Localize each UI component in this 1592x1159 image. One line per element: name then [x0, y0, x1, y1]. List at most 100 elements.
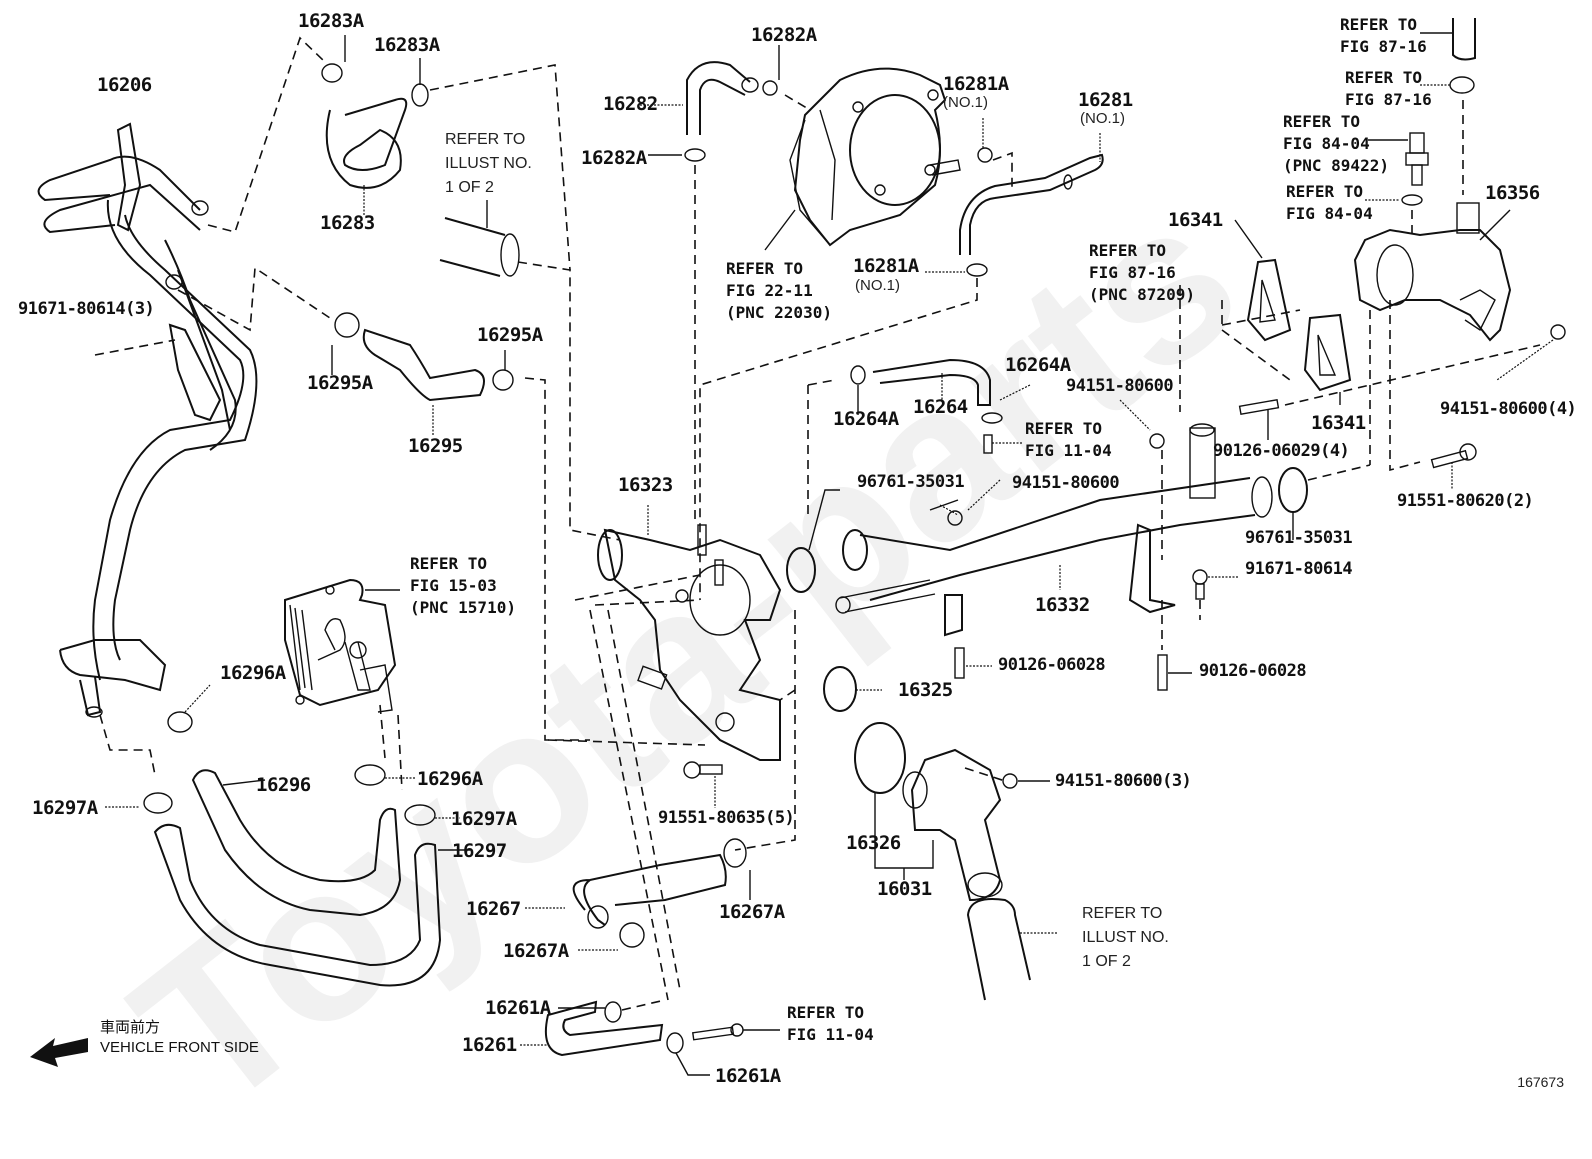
- label-16296A[interactable]: 16296A: [220, 662, 286, 684]
- ref-fig-11-04-b[interactable]: REFER TO FIG 11-04: [787, 1003, 874, 1044]
- label-91671-80614[interactable]: 91671-80614: [1245, 559, 1353, 579]
- label-16264[interactable]: 16264: [913, 396, 968, 418]
- stud-90126-06028-b[interactable]: [1157, 654, 1168, 691]
- label-16281[interactable]: 16281: [1078, 89, 1133, 111]
- label-94151-80600-3[interactable]: 94151-80600(3): [1055, 771, 1192, 791]
- direction-jp: 車両前方: [100, 1019, 161, 1036]
- stud-90126-06028-a[interactable]: [954, 647, 965, 679]
- label-16267A[interactable]: 16267A: [719, 901, 785, 923]
- o-ring-16326[interactable]: [854, 722, 906, 794]
- bolt-91551-80620[interactable]: [1430, 443, 1477, 469]
- label-16341[interactable]: 16341: [1168, 209, 1223, 231]
- clamp-16297A-left[interactable]: [143, 792, 173, 814]
- label-16295A[interactable]: 16295A: [307, 372, 373, 394]
- bolt-91671-80614[interactable]: [1192, 569, 1208, 600]
- hose-16282[interactable]: [684, 61, 778, 162]
- label-16281A[interactable]: 16281A: [853, 255, 919, 277]
- hose-16283[interactable]: [321, 63, 429, 189]
- ref-fig-15-03[interactable]: REFER TO FIG 15-03 (PNC 15710): [410, 554, 516, 617]
- o-ring-96761-35031-mid[interactable]: [786, 547, 816, 593]
- gasket-16341-top[interactable]: [1246, 258, 1292, 342]
- gasket-ref-fig84-04: [1365, 194, 1423, 206]
- water-pipe-16332[interactable]: [835, 423, 1273, 637]
- pipe-assembly-16206[interactable]: [37, 122, 258, 718]
- label-90126-06028[interactable]: 90126-06028: [998, 655, 1106, 675]
- ref-fig-87-16-b[interactable]: REFER TO FIG 87-16: [1345, 68, 1432, 109]
- label-16283A[interactable]: 16283A: [298, 10, 364, 32]
- hose-16296[interactable]: [191, 769, 402, 917]
- stud-90126-06029[interactable]: [1238, 398, 1280, 416]
- label-94151-80600[interactable]: 94151-80600: [1066, 376, 1174, 396]
- label-16341[interactable]: 16341: [1311, 412, 1366, 434]
- nut-94151-80600-mid[interactable]: [947, 510, 963, 526]
- ref-fig-84-04-b[interactable]: REFER TO FIG 84-04: [1286, 182, 1373, 223]
- hose-16264[interactable]: [850, 358, 1003, 424]
- ref-fig-11-04-a[interactable]: REFER TO FIG 11-04: [1025, 419, 1112, 460]
- thermostat-housing-16031[interactable]: [902, 748, 1003, 902]
- label-96761-35031[interactable]: 96761-35031: [857, 472, 965, 492]
- label-16261A[interactable]: 16261A: [485, 997, 551, 1019]
- label-16264A[interactable]: 16264A: [1005, 354, 1071, 376]
- oil-cooler-ref-fig15-03: [284, 578, 400, 713]
- label-16295A[interactable]: 16295A: [477, 324, 543, 346]
- label-16031[interactable]: 16031: [877, 878, 932, 900]
- hose-16267[interactable]: [572, 838, 747, 948]
- ref-illust-1-of-2-top[interactable]: REFER TO ILLUST NO. 1 OF 2: [445, 131, 532, 196]
- clamp-16296A-left[interactable]: [167, 711, 193, 733]
- gasket-16341-bottom[interactable]: [1303, 313, 1352, 392]
- ref-fig-84-04-a[interactable]: REFER TO FIG 84-04 (PNC 89422): [1283, 112, 1389, 175]
- label-16323[interactable]: 16323: [618, 474, 673, 496]
- label-16296[interactable]: 16296: [256, 774, 311, 796]
- nut-94151-80600-4[interactable]: [1550, 324, 1566, 340]
- label-16297[interactable]: 16297: [452, 840, 507, 862]
- label-16297A[interactable]: 16297A: [451, 808, 517, 830]
- label-16261[interactable]: 16261: [462, 1034, 517, 1056]
- label-16296A[interactable]: 16296A: [417, 768, 483, 790]
- label-16281A[interactable]: 16281A: [943, 73, 1009, 95]
- label-16283[interactable]: 16283: [320, 212, 375, 234]
- ref-fig-22-11[interactable]: REFER TO FIG 22-11 (PNC 22030): [726, 259, 832, 322]
- label-91671-80614-3[interactable]: 91671-80614(3): [18, 299, 155, 319]
- ref-fig-87-16-a[interactable]: REFER TO FIG 87-16: [1340, 15, 1427, 56]
- label-16264A[interactable]: 16264A: [833, 408, 899, 430]
- clamp-16296A-right[interactable]: [354, 764, 386, 786]
- label-90126-06028[interactable]: 90126-06028: [1199, 661, 1307, 681]
- label-16267A[interactable]: 16267A: [503, 940, 569, 962]
- ref-illust-1-of-2-bottom[interactable]: REFER TO ILLUST NO. 1 OF 2: [1082, 905, 1169, 970]
- hose-16281[interactable]: [959, 147, 1104, 277]
- label-16297A[interactable]: 16297A: [32, 797, 98, 819]
- label-94151-80600[interactable]: 94151-80600: [1012, 473, 1120, 493]
- label-16283A[interactable]: 16283A: [374, 34, 440, 56]
- label-16332[interactable]: 16332: [1035, 594, 1090, 616]
- illustration-number: 167673: [1517, 1074, 1564, 1090]
- label-91551-80620-2[interactable]: 91551-80620(2): [1397, 491, 1534, 511]
- label-16295[interactable]: 16295: [408, 435, 463, 457]
- ref-fig-87-16-c[interactable]: REFER TO FIG 87-16 (PNC 87209): [1089, 241, 1195, 304]
- label-16206[interactable]: 16206: [97, 74, 152, 96]
- label-94151-80600-4[interactable]: 94151-80600(4): [1440, 399, 1577, 419]
- label-16261A[interactable]: 16261A: [715, 1065, 781, 1087]
- clamp-16297A-right[interactable]: [404, 804, 436, 826]
- label-91551-80635-5[interactable]: 91551-80635(5): [658, 808, 795, 828]
- water-outlet-16356[interactable]: [1353, 202, 1512, 342]
- label-16267[interactable]: 16267: [466, 898, 521, 920]
- o-ring-16325[interactable]: [823, 666, 857, 712]
- hose-16297[interactable]: [153, 823, 470, 987]
- parts-diagram: [30, 18, 1566, 1076]
- bolt-91551-80635[interactable]: [683, 761, 723, 779]
- water-inlet-16323[interactable]: [597, 524, 782, 761]
- label-16282[interactable]: 16282: [603, 93, 658, 115]
- nut-94151-80600-top[interactable]: [1149, 433, 1165, 449]
- nut-94151-80600-3[interactable]: [1002, 773, 1018, 789]
- hose-16295[interactable]: [334, 312, 514, 402]
- label-16325[interactable]: 16325: [898, 679, 953, 701]
- label-90126-06029-4[interactable]: 90126-06029(4): [1213, 441, 1350, 461]
- hose-16261[interactable]: [544, 1000, 684, 1057]
- label-16282A[interactable]: 16282A: [581, 147, 647, 169]
- label-16356[interactable]: 16356: [1485, 182, 1540, 204]
- label-16282A[interactable]: 16282A: [751, 24, 817, 46]
- label-96761-35031[interactable]: 96761-35031: [1245, 528, 1353, 548]
- label-16326[interactable]: 16326: [846, 832, 901, 854]
- tube-ref-fig87-16: [1420, 18, 1476, 61]
- o-ring-96761-35031-right[interactable]: [1278, 467, 1308, 513]
